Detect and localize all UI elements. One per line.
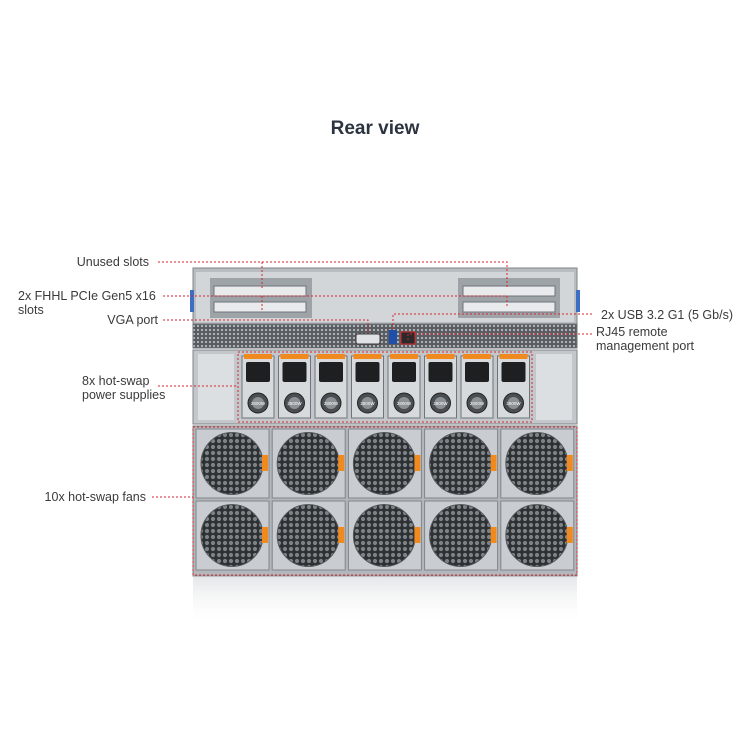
psu-unit: 2800W	[387, 354, 421, 419]
vent-strip	[192, 323, 578, 349]
psu-wattage-label: 2800W	[324, 401, 339, 406]
psu-unit: 2800W	[351, 354, 384, 419]
fan-callout-box	[192, 426, 578, 576]
psu-callout-box	[237, 351, 533, 423]
page-title: Rear view	[330, 118, 420, 139]
fan-group	[195, 428, 575, 571]
callout-pcie-slots: 2x FHHL PCIe Gen5 x16 slots	[18, 289, 156, 317]
psu-wattage-label: 2800W	[251, 401, 266, 406]
leader-rj45	[407, 333, 592, 340]
fan-unit	[347, 500, 422, 571]
leader-usb	[392, 313, 592, 330]
callout-vga-port: VGA port	[107, 313, 158, 327]
leader-unused-slots	[158, 261, 508, 288]
callout-psu: 8x hot-swap power supplies	[82, 374, 166, 402]
fan-unit	[271, 428, 346, 499]
fan-unit	[500, 428, 575, 499]
psu-group: 2800W 2800W 2800W 2800W 2800W 2800W 2800W 2800W	[241, 354, 530, 419]
vga-port-graphic	[355, 333, 381, 345]
fan-unit	[500, 500, 575, 571]
leader-vga-port	[163, 319, 369, 334]
usb-port-graphic	[389, 330, 397, 344]
fan-unit	[424, 500, 499, 571]
callout-unused-slots: Unused slots	[76, 255, 149, 269]
psu-wattage-label: 2800W	[360, 401, 375, 406]
psu-wattage-label: 2800W	[433, 401, 448, 406]
psu-wattage-label: 2800W	[470, 401, 485, 406]
leader-pcie-slots	[163, 295, 508, 308]
fan-unit	[424, 428, 499, 499]
psu-wattage-label: 2800W	[506, 401, 521, 406]
fan-unit	[271, 500, 346, 571]
callout-fans: 10x hot-swap fans	[44, 490, 146, 504]
floor-reflection	[193, 577, 577, 627]
callout-usb: 2x USB 3.2 G1 (5 Gb/s)	[601, 308, 733, 322]
psu-unit: 2800W	[460, 354, 494, 419]
callout-rj45: RJ45 remote management port	[596, 325, 694, 353]
psu-unit: 2800W	[241, 354, 275, 419]
psu-wattage-label: 2800W	[287, 401, 302, 406]
fan-unit	[195, 428, 270, 499]
psu-wattage-label: 2800W	[397, 401, 412, 406]
fan-unit	[195, 500, 270, 571]
psu-unit: 2800W	[278, 354, 311, 419]
fan-unit	[347, 428, 422, 499]
psu-unit: 2800W	[497, 354, 530, 419]
psu-unit: 2800W	[424, 354, 457, 419]
psu-unit: 2800W	[314, 354, 348, 419]
